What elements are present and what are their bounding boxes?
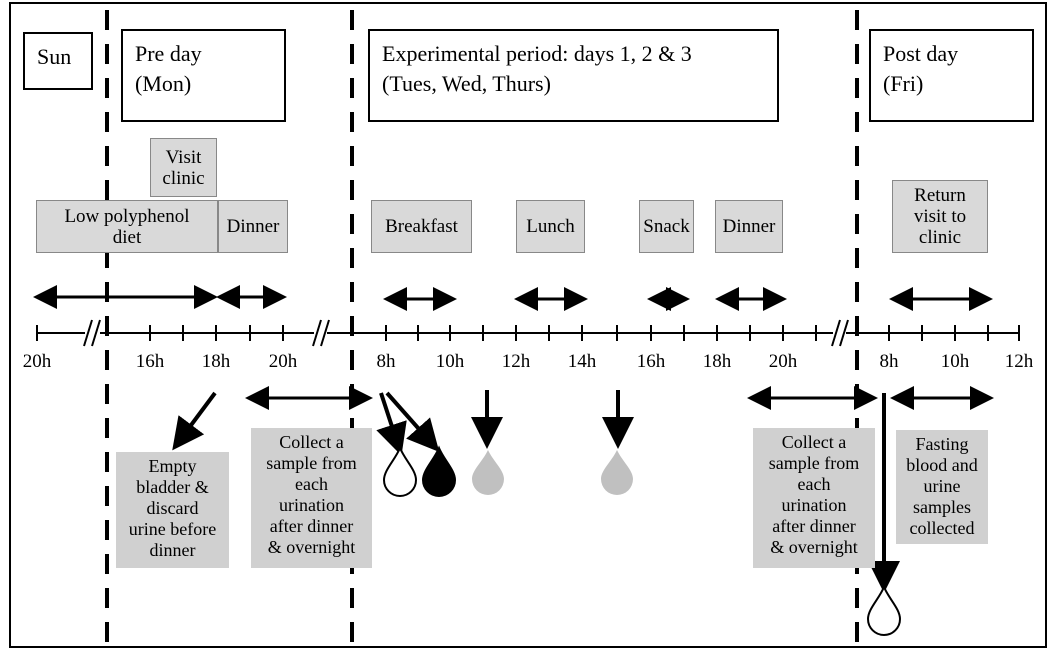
drop-black-icon <box>421 445 457 497</box>
post-day-subtitle: (Fri) <box>883 71 924 96</box>
drop-white-icon <box>382 445 418 497</box>
label-return-visit: Return visit to clinic <box>892 180 988 253</box>
drop-grey-icon <box>472 450 504 495</box>
tick-label: 8h <box>376 351 396 372</box>
drop-white-icon <box>866 584 902 636</box>
tick-label: 14h <box>567 351 597 372</box>
tick-label: 10h <box>940 351 970 372</box>
label-snack: Snack <box>639 200 694 253</box>
label-dinner-exp: Dinner <box>715 200 783 253</box>
tick-label: 18h <box>201 351 231 372</box>
note-fasting: Fasting blood and urine samples collecte… <box>896 430 988 544</box>
pre-day-subtitle: (Mon) <box>135 71 192 96</box>
tick-label: 18h <box>702 351 732 372</box>
tick-label: 12h <box>501 351 531 372</box>
label-dinner-pre: Dinner <box>218 200 288 253</box>
arrow-drop-2 <box>385 391 440 452</box>
timeline-axis <box>36 319 1020 347</box>
arrow-empty-bladder <box>172 391 217 451</box>
experimental-title: Experimental period: days 1, 2 & 3 <box>382 41 692 66</box>
label-breakfast: Breakfast <box>371 200 472 253</box>
drop-grey-icon <box>601 450 633 495</box>
period-sun: Sun <box>23 32 93 90</box>
period-post-day: Post day (Fri) <box>869 29 1034 122</box>
post-day-title: Post day <box>883 41 959 66</box>
label-lunch: Lunch <box>516 200 585 253</box>
tick-label: 16h <box>636 351 666 372</box>
note-collect-pre: Collect a sample from each urination aft… <box>251 428 372 568</box>
note-collect-exp: Collect a sample from each urination aft… <box>753 428 875 568</box>
outer-frame <box>9 2 1047 648</box>
tick-label: 20h <box>22 351 52 372</box>
pre-day-title: Pre day <box>135 41 202 66</box>
tick-label: 16h <box>135 351 165 372</box>
label-low-polyphenol-diet: Low polyphenol diet <box>36 200 218 253</box>
note-empty-bladder: Empty bladder & discard urine before din… <box>116 452 229 568</box>
period-pre-day: Pre day (Mon) <box>121 29 286 122</box>
tick-label: 20h <box>268 351 298 372</box>
tick-label: 8h <box>879 351 899 372</box>
tick-label: 10h <box>435 351 465 372</box>
period-experimental: Experimental period: days 1, 2 & 3 (Tues… <box>368 29 779 122</box>
tick-label: 12h <box>1004 351 1034 372</box>
arrow-drop-1 <box>376 392 407 456</box>
label-visit-clinic: Visit clinic <box>150 138 217 197</box>
experimental-subtitle: (Tues, Wed, Thurs) <box>382 71 551 96</box>
tick-label: 20h <box>768 351 798 372</box>
